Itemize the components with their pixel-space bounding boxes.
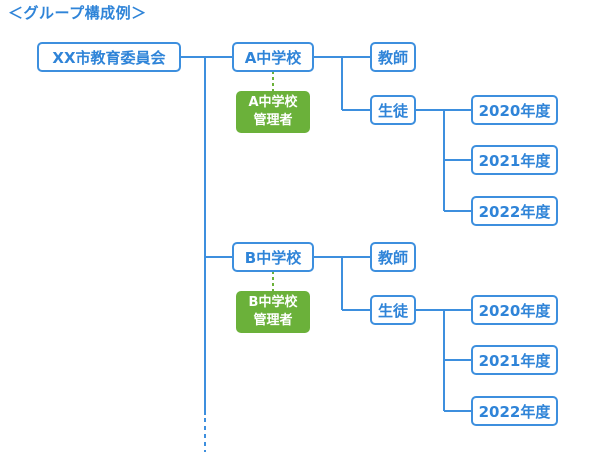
school-a-year-2021-node: 2021年度 [471,145,558,175]
school-b-year-2020-node: 2020年度 [471,295,558,325]
diagram-heading: ＜グループ構成例＞ [8,4,147,22]
school-a-manager-node: A中学校 管理者 [236,91,310,133]
school-b-node: B中学校 [232,242,314,272]
school-b-year-2022-node: 2022年度 [471,396,558,426]
school-a-year-2020-node: 2020年度 [471,95,558,125]
root-node: XX市教育委員会 [37,42,181,72]
school-b-year-2021-node: 2021年度 [471,345,558,375]
manager-label-line2: 管理者 [253,313,293,328]
school-a-student-node: 生徒 [370,95,416,125]
manager-label-line1: B中学校 [248,295,298,310]
school-a-year-2022-node: 2022年度 [471,196,558,226]
manager-label-line1: A中学校 [248,95,298,110]
manager-label-line2: 管理者 [253,113,293,128]
school-a-node: A中学校 [232,42,314,72]
school-b-teacher-node: 教師 [370,242,416,272]
school-b-manager-node: B中学校 管理者 [236,291,310,333]
school-a-teacher-node: 教師 [370,42,416,72]
school-b-student-node: 生徒 [370,295,416,325]
